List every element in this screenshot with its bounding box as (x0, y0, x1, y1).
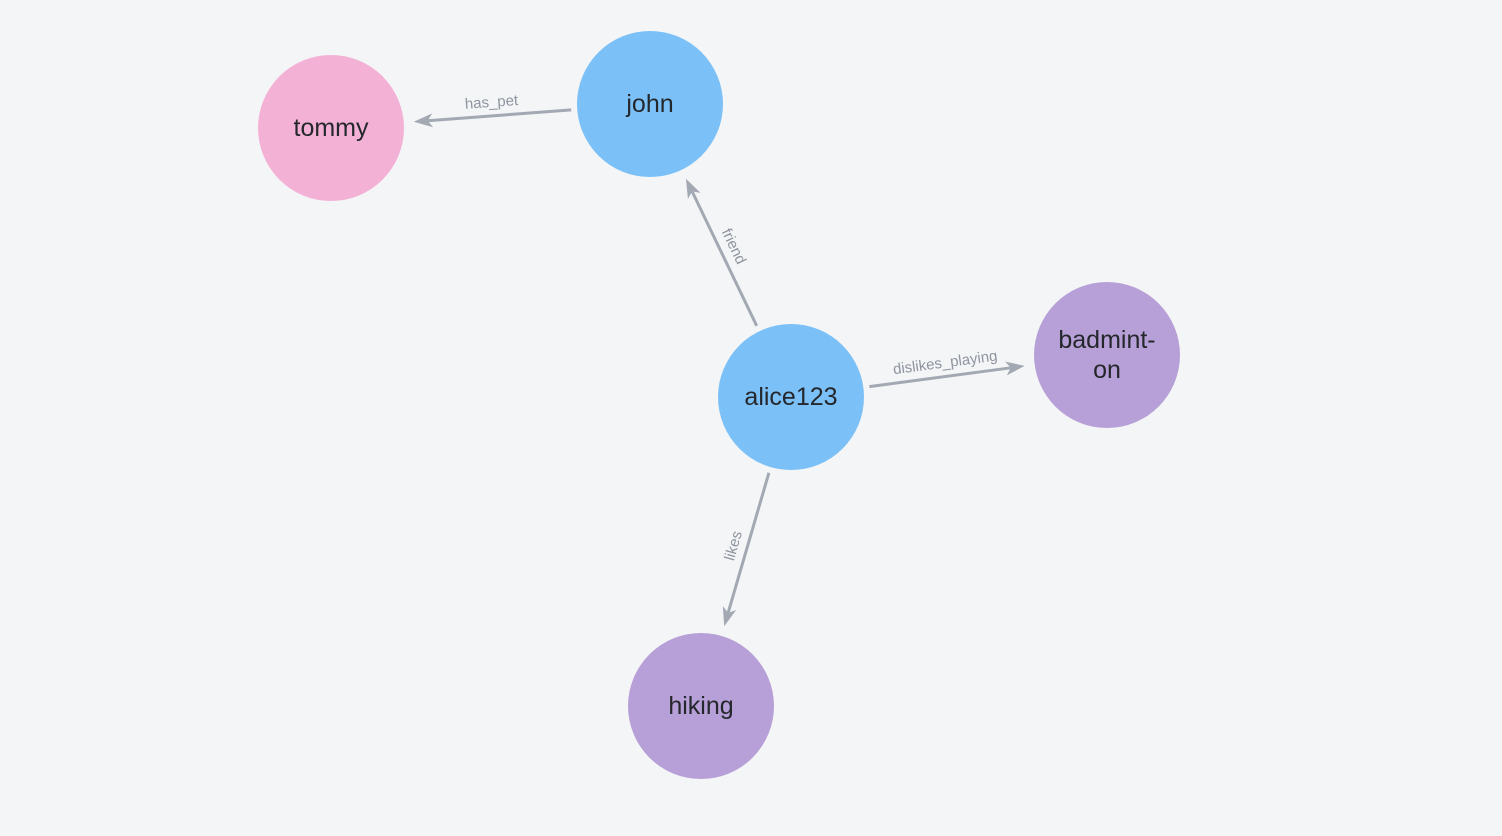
edge-line (726, 472, 771, 614)
node-label: hiking (668, 692, 733, 720)
graph-node-alice123[interactable]: alice123 (718, 324, 864, 470)
node-label: alice123 (744, 383, 837, 411)
graph-edge-dislikes_playing[interactable]: dislikes_playing (869, 347, 1025, 389)
node-label: badmint-on (1058, 326, 1155, 384)
node-label: tommy (294, 114, 370, 142)
graph-node-badminton[interactable]: badmint-on (1034, 282, 1180, 428)
edge-line (690, 190, 759, 327)
graph-edge-has_pet[interactable]: has_pet (413, 92, 572, 128)
node-circle (258, 55, 404, 201)
node-circle (577, 31, 723, 177)
graph-node-hiking[interactable]: hiking (628, 633, 774, 779)
edge-label: friend (718, 226, 750, 267)
edge-arrowhead-icon (722, 606, 737, 627)
node-circle (628, 633, 774, 779)
edge-label: likes (721, 529, 746, 563)
graph-node-john[interactable]: john (577, 31, 723, 177)
node-circle (1034, 282, 1180, 428)
graph-edge-friend[interactable]: friend (686, 178, 759, 327)
edge-arrowhead-icon (1005, 361, 1025, 376)
graph-node-tommy[interactable]: tommy (258, 55, 404, 201)
edge-label: dislikes_playing (892, 347, 998, 378)
node-circle (718, 324, 864, 470)
edge-line (427, 108, 572, 123)
edge-arrowhead-icon (413, 113, 434, 128)
edge-label: has_pet (464, 92, 519, 113)
node-label: john (625, 90, 673, 118)
edge-arrowhead-icon (686, 178, 701, 199)
edge-line (869, 366, 1011, 389)
graph-edge-likes[interactable]: likes (721, 472, 771, 627)
